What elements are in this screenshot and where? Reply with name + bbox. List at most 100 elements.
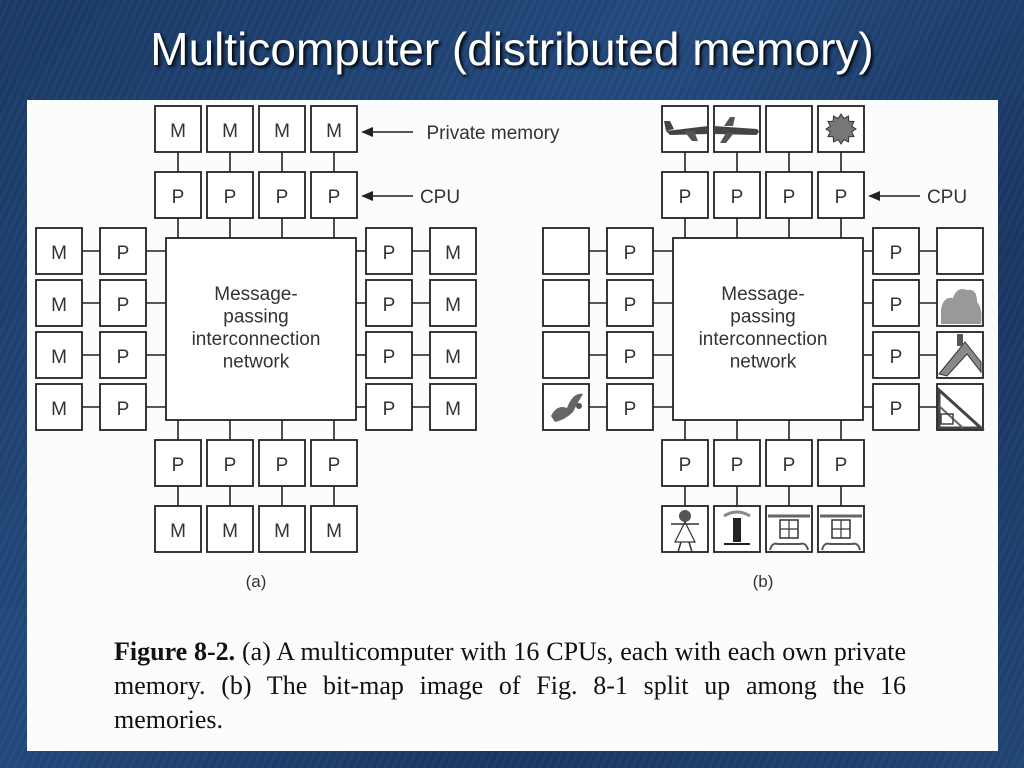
memory-box-right: [429, 279, 477, 327]
cpu-label: P: [624, 399, 637, 420]
memory-box-right: [429, 331, 477, 379]
cpu-box-left: [99, 227, 147, 275]
cpu-box-left: [99, 383, 147, 431]
cpu-label: P: [679, 455, 692, 476]
memory-label: M: [274, 521, 290, 542]
memory-box-right: [429, 227, 477, 275]
cpu-label: P: [383, 243, 396, 264]
cpu-box-left: [606, 331, 654, 379]
network-box: [672, 237, 864, 421]
cpu-box-bottom: [206, 439, 254, 487]
cpu-label: P: [383, 295, 396, 316]
private-memory-callout: Private memory: [426, 123, 560, 144]
memory-label: M: [170, 521, 186, 542]
memory-box-bottom: [206, 505, 254, 553]
network-label-line: passing: [730, 307, 796, 328]
house-window-icon: [768, 514, 810, 551]
cpu-label: P: [117, 399, 130, 420]
cpu-label: P: [383, 347, 396, 368]
memory-label: M: [222, 121, 238, 142]
cpu-label: P: [172, 187, 185, 208]
tree-icon: [723, 510, 751, 545]
cpu-label: P: [117, 295, 130, 316]
cpu-box-bottom: [765, 439, 813, 487]
memory-label: M: [445, 347, 461, 368]
sublabel: (a): [246, 572, 267, 591]
memory-label: M: [445, 243, 461, 264]
cpu-label: P: [783, 455, 796, 476]
cpu-label: P: [224, 187, 237, 208]
cpu-box-right: [365, 331, 413, 379]
memory-label: M: [326, 521, 342, 542]
house-wall-icon: [937, 386, 985, 430]
diagram-part-a: Message-passinginterconnectionnetworkPMP…: [35, 105, 560, 591]
cpu-label: P: [383, 399, 396, 420]
cpu-label: P: [835, 187, 848, 208]
cpu-label: P: [890, 399, 903, 420]
memory-box-top: [258, 105, 306, 153]
cpu-box-right: [365, 279, 413, 327]
memory-label: M: [445, 399, 461, 420]
cpu-label: P: [276, 455, 289, 476]
network-label-line: network: [730, 352, 797, 373]
cpu-label: P: [624, 295, 637, 316]
cpu-callout: CPU: [420, 187, 460, 208]
network-label-line: network: [223, 352, 290, 373]
cpu-label: P: [276, 187, 289, 208]
memory-label: M: [274, 121, 290, 142]
cpu-label: P: [172, 455, 185, 476]
memory-label: M: [326, 121, 342, 142]
cpu-label: P: [890, 243, 903, 264]
memory-label: M: [170, 121, 186, 142]
memory-box-right: [429, 383, 477, 431]
memory-label: M: [51, 399, 67, 420]
cpu-label: P: [783, 187, 796, 208]
cpu-label: P: [328, 187, 341, 208]
memory-box-top: [765, 105, 813, 153]
network-label-line: interconnection: [192, 329, 321, 350]
network-label-line: Message-: [214, 284, 297, 305]
cpu-box-top: [206, 171, 254, 219]
memory-label: M: [51, 347, 67, 368]
sun-icon: [825, 113, 857, 145]
figure-caption: Figure 8-2. (a) A multicomputer with 16 …: [114, 635, 906, 737]
cpu-label: P: [890, 347, 903, 368]
memory-box-top: [310, 105, 358, 153]
network-label-line: interconnection: [699, 329, 828, 350]
cpu-box-left: [606, 279, 654, 327]
cpu-box-right: [872, 227, 920, 275]
network-label-line: Message-: [721, 284, 804, 305]
cpu-label: P: [117, 243, 130, 264]
cpu-label: P: [624, 347, 637, 368]
multicomputer-diagram: Message-passinginterconnectionnetworkPMP…: [35, 105, 985, 591]
caption-label: Figure 8-2.: [114, 637, 236, 666]
cpu-box-top: [661, 171, 709, 219]
memory-label: M: [445, 295, 461, 316]
airplane-front-icon: [664, 121, 708, 141]
cpu-callout: CPU: [927, 187, 967, 208]
cpu-label: P: [731, 187, 744, 208]
airplane-back-icon: [714, 117, 759, 143]
memory-box-bottom: [154, 505, 202, 553]
cpu-label: P: [224, 455, 237, 476]
memory-box-left: [542, 383, 590, 431]
cpu-label: P: [328, 455, 341, 476]
network-box: [165, 237, 357, 421]
girl-icon: [671, 510, 699, 553]
house-window-icon: [820, 514, 862, 551]
memory-box-left: [35, 383, 83, 431]
caption-text: (a) A multicomputer with 16 CPUs, each w…: [114, 637, 906, 734]
memory-box-bottom: [310, 505, 358, 553]
memory-box-right: [936, 227, 984, 275]
sublabel: (b): [753, 572, 774, 591]
cpu-box-left: [606, 383, 654, 431]
cpu-label: P: [117, 347, 130, 368]
cpu-label: P: [890, 295, 903, 316]
memory-box-left: [542, 227, 590, 275]
memory-box-bottom: [258, 505, 306, 553]
memory-label: M: [51, 295, 67, 316]
